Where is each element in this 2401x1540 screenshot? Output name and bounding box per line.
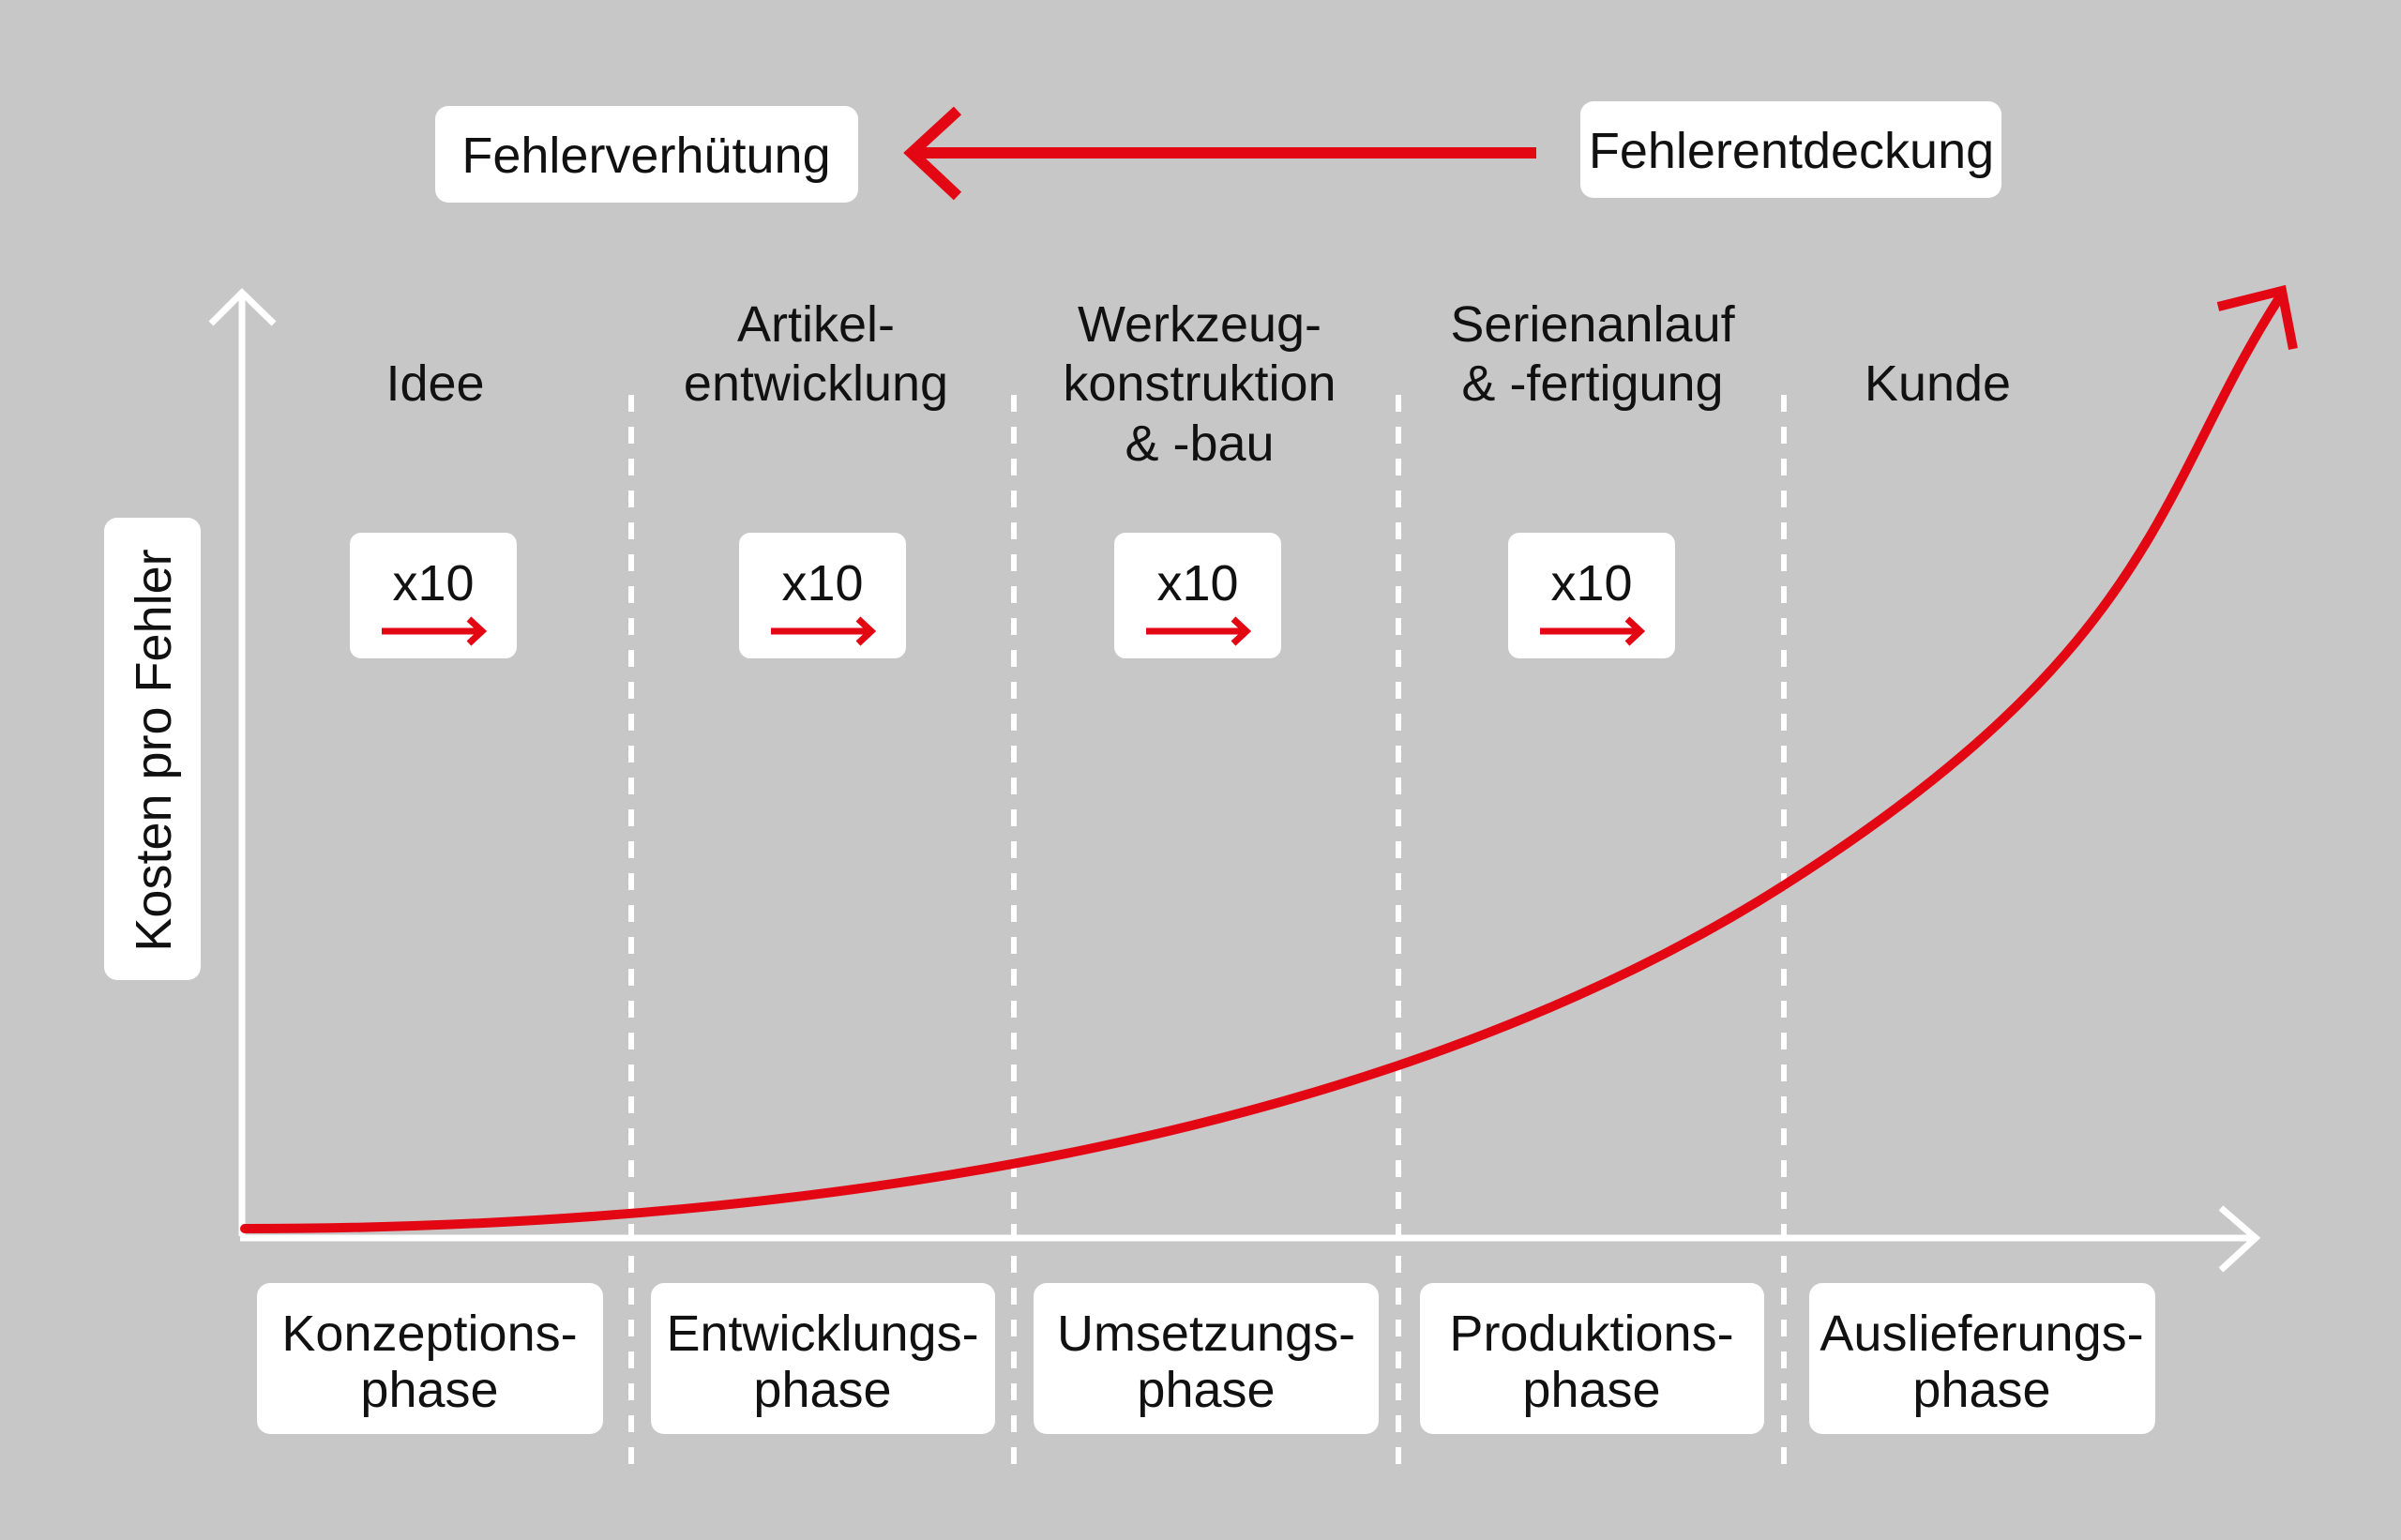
svg-text:x10: x10 <box>392 555 474 611</box>
svg-text:phase: phase <box>1137 1362 1275 1418</box>
svg-text:konstruktion: konstruktion <box>1063 355 1336 412</box>
svg-text:Produktions-: Produktions- <box>1449 1306 1733 1362</box>
detection-label: Fehlerentdeckung <box>1580 101 2001 198</box>
svg-text:Kunde: Kunde <box>1865 355 2011 412</box>
header-idee: Idee <box>385 355 484 412</box>
svg-text:Serienanlauf: Serienanlauf <box>1450 296 1735 353</box>
multiplier-box: x10 <box>739 533 906 658</box>
svg-text:Konzeptions-: Konzeptions- <box>281 1306 577 1362</box>
arrow-right-icon <box>771 616 877 646</box>
x-axis <box>240 1205 2261 1273</box>
phase-box-auslieferung: Auslieferungs- phase <box>1809 1283 2155 1434</box>
svg-text:x10: x10 <box>1550 555 1632 611</box>
arrow-right-icon <box>382 616 488 646</box>
svg-text:Idee: Idee <box>385 355 484 412</box>
phase-box-produktion: Produktions- phase <box>1420 1283 1764 1434</box>
svg-text:x10: x10 <box>781 555 863 611</box>
arrow-right-icon <box>1540 616 1646 646</box>
header-serienanlauf: Serienanlauf & -fertigung <box>1450 296 1735 412</box>
cost-curve <box>240 284 2298 1233</box>
y-axis <box>208 288 277 1236</box>
svg-text:Auslieferungs-: Auslieferungs- <box>1820 1306 2143 1362</box>
phase-box-konzeption: Konzeptions- phase <box>257 1283 603 1434</box>
phase-box-entwicklung: Entwicklungs- phase <box>651 1283 995 1434</box>
header-artikelentwicklung: Artikel- entwicklung <box>684 296 948 412</box>
svg-text:phase: phase <box>360 1362 498 1418</box>
direction-arrow-left-icon <box>903 106 1536 201</box>
header-werkzeug: Werkzeug- konstruktion & -bau <box>1063 296 1336 472</box>
svg-text:Werkzeug-: Werkzeug- <box>1078 296 1321 353</box>
svg-text:Entwicklungs-: Entwicklungs- <box>666 1306 978 1362</box>
svg-text:phase: phase <box>1522 1362 1660 1418</box>
svg-text:entwicklung: entwicklung <box>684 355 948 412</box>
svg-text:x10: x10 <box>1156 555 1238 611</box>
svg-text:& -fertigung: & -fertigung <box>1461 355 1723 412</box>
phase-box-umsetzung: Umsetzungs- phase <box>1034 1283 1379 1434</box>
svg-text:Kosten pro Fehler: Kosten pro Fehler <box>126 549 182 951</box>
multiplier-box: x10 <box>350 533 517 658</box>
svg-text:Umsetzungs-: Umsetzungs- <box>1057 1306 1355 1362</box>
multiplier-box: x10 <box>1508 533 1675 658</box>
multiplier-box: x10 <box>1114 533 1281 658</box>
svg-text:phase: phase <box>753 1362 891 1418</box>
svg-text:Fehlerentdeckung: Fehlerentdeckung <box>1589 123 1994 179</box>
svg-text:& -bau: & -bau <box>1125 415 1274 472</box>
header-kunde: Kunde <box>1865 355 2011 412</box>
y-axis-label: Kosten pro Fehler <box>104 518 201 980</box>
svg-text:phase: phase <box>1912 1362 2050 1418</box>
phase-dividers <box>628 395 1787 1471</box>
svg-text:Fehlerverhütung: Fehlerverhütung <box>461 128 830 184</box>
arrow-right-icon <box>1146 616 1252 646</box>
prevention-label: Fehlerverhütung <box>435 106 858 203</box>
svg-text:Artikel-: Artikel- <box>737 296 895 353</box>
